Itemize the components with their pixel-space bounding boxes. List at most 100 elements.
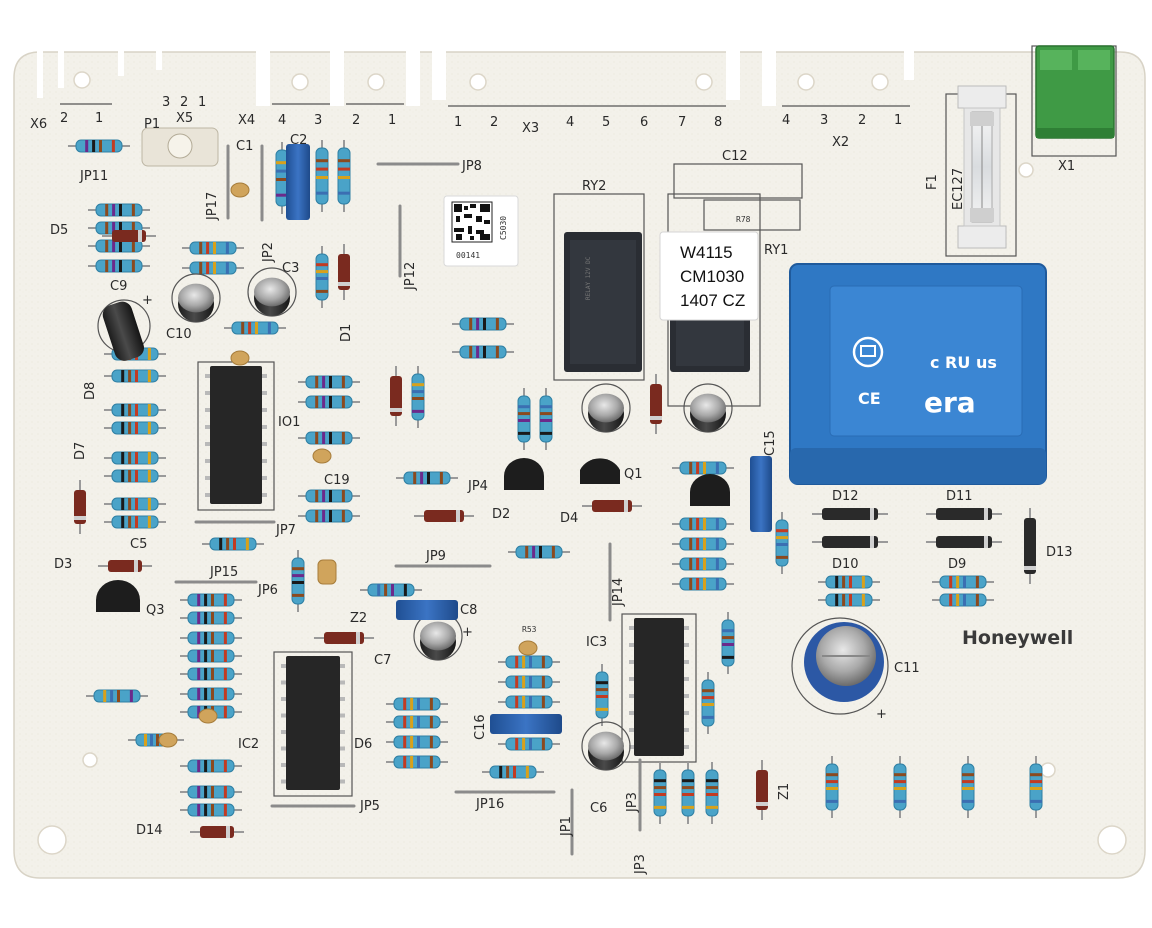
- resistor: [224, 321, 286, 335]
- jp6-label: JP6: [257, 583, 278, 598]
- ceramic-capacitor: [230, 182, 250, 198]
- diode: [190, 826, 244, 838]
- jp17-label: JP17: [205, 192, 220, 221]
- relay-ry2: RELAY 12V DC: [564, 232, 642, 372]
- resistor: [411, 366, 425, 428]
- resistor: [182, 261, 244, 275]
- diode: [650, 374, 662, 434]
- x2-pin: 1: [894, 113, 902, 128]
- x1-label: X1: [1058, 159, 1075, 174]
- resistor: [386, 755, 448, 769]
- c9-plus: +: [142, 293, 153, 308]
- svg-text:RELAY 12V DC: RELAY 12V DC: [585, 256, 592, 300]
- ceramic-capacitor: [317, 559, 337, 585]
- trimmer-p1: [141, 127, 219, 167]
- diode: [812, 508, 888, 520]
- io1-label: IO1: [278, 415, 300, 430]
- x6-label: X6: [30, 117, 47, 132]
- ry2-label: RY2: [582, 179, 606, 194]
- resistor: [104, 515, 166, 529]
- electrolytic-capacitor: [581, 383, 631, 433]
- resistor: [893, 756, 907, 818]
- silkscreen-labels: JP11 JP17 C1 C2 JP2 JP8 JP12 D5 C9 + C10…: [50, 133, 1073, 875]
- x5-pin: 2: [180, 95, 188, 110]
- resistor: [68, 139, 130, 153]
- x4-pin: 2: [352, 113, 360, 128]
- x2-pin: 4: [782, 113, 790, 128]
- c19-label: C19: [324, 473, 350, 488]
- d13-label: D13: [1046, 545, 1073, 560]
- transformer-ce-mark: CE: [858, 389, 881, 408]
- resistor: [104, 403, 166, 417]
- sticker-line-2: CM1030: [680, 267, 744, 286]
- resistor: [452, 317, 514, 331]
- resistor: [298, 395, 360, 409]
- jp2-label: JP2: [261, 242, 276, 263]
- z1-label: Z1: [777, 783, 792, 800]
- x5-label: X5: [176, 111, 193, 126]
- x3-label: X3: [522, 121, 539, 136]
- ceramic-capacitor: [312, 448, 332, 464]
- qr-side-text: C5030: [499, 216, 508, 240]
- d4-label: D4: [560, 511, 578, 526]
- x5-pin: 3: [162, 95, 170, 110]
- transistor-1: [504, 458, 544, 490]
- resistor: [539, 388, 553, 450]
- resistor: [291, 550, 305, 612]
- transistor-q1: [580, 458, 620, 484]
- id-sticker: [659, 231, 759, 321]
- r78-outline: [703, 199, 801, 231]
- jp5-label: JP5: [359, 799, 380, 814]
- ic3-label: IC3: [586, 635, 607, 650]
- connector-lines: [60, 103, 910, 107]
- c8-label: C8: [460, 603, 477, 618]
- jp8-label: JP8: [461, 159, 482, 174]
- resistor: [508, 545, 570, 559]
- c12-label: C12: [722, 149, 748, 164]
- electrolytic-capacitor: [247, 267, 297, 317]
- resistor: [386, 715, 448, 729]
- diode: [1024, 508, 1036, 584]
- electrolytic-capacitor: [683, 383, 733, 433]
- resistor: [701, 672, 715, 734]
- board-notches: [37, 50, 914, 106]
- c10-label: C10: [166, 327, 192, 342]
- resistor: [88, 203, 150, 217]
- resistor: [104, 421, 166, 435]
- x1-terminal-block: [1031, 45, 1117, 157]
- c15-label: C15: [763, 430, 778, 456]
- diode: [102, 230, 156, 242]
- ic-pins: [205, 374, 689, 784]
- jp15-label: JP15: [209, 565, 238, 580]
- ry2-outline: [553, 193, 645, 381]
- jp16-label: JP16: [475, 797, 504, 812]
- resistor: [202, 537, 264, 551]
- diode: [756, 760, 768, 820]
- resistor: [180, 785, 242, 799]
- resistor: [672, 557, 734, 571]
- x3-pin: 4: [566, 115, 574, 130]
- resistor: [360, 583, 422, 597]
- x6-pin: 1: [95, 111, 103, 126]
- ceramic-capacitor: [198, 708, 218, 724]
- resistor: [672, 461, 734, 475]
- x6-pin: 2: [60, 111, 68, 126]
- transistor-2: [690, 474, 730, 506]
- jp1-label: JP1: [559, 816, 574, 837]
- ic-ic2: [273, 651, 353, 797]
- transformer: [789, 263, 1047, 485]
- resistor: [180, 649, 242, 663]
- resistor: [1029, 756, 1043, 818]
- jp12-label: JP12: [403, 262, 418, 291]
- ry1-label: RY1: [764, 243, 788, 258]
- resistor: [721, 612, 735, 674]
- resistor: [672, 517, 734, 531]
- resistor: [482, 765, 544, 779]
- resistor: [315, 140, 329, 212]
- resistor: [180, 687, 242, 701]
- resistor-array: [68, 139, 1043, 824]
- x4-pin: 4: [278, 113, 286, 128]
- p1-label: P1: [144, 117, 160, 132]
- q1-label: Q1: [624, 467, 643, 482]
